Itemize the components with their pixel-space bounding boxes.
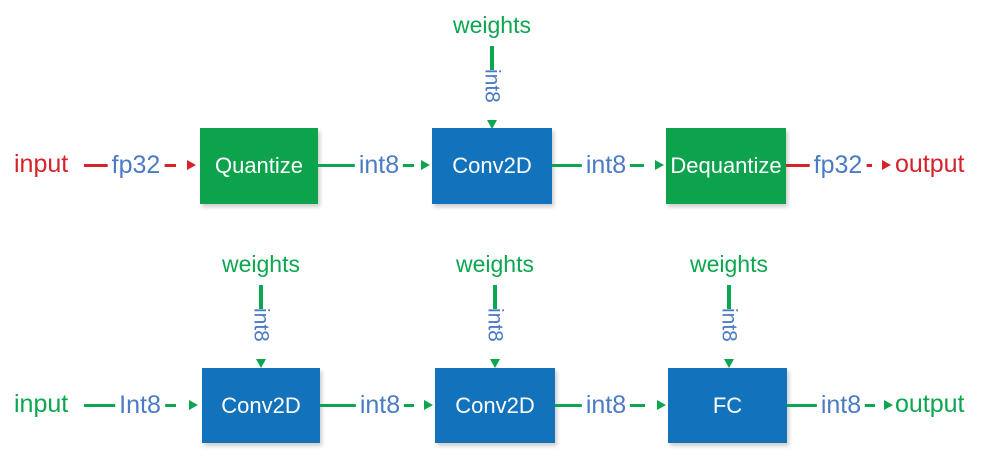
row1-weights-int8-vertical-label: int8 [480,69,504,103]
row2-weights-int8-vertical-label-1: int8 [249,308,273,342]
dequantize-box-label: Dequantize [670,153,782,178]
down-arrowhead-icon [256,359,266,368]
row2-conv2d-box-1: Conv2D [202,368,320,443]
fc-box: FC [668,368,787,443]
quantize-box: Quantize [200,128,318,204]
row2-weights-int8-vertical-label-3: int8 [717,308,741,342]
right-arrowhead-icon [424,400,433,410]
row1-edge-label-fp32-out: fp32 [809,151,867,180]
right-arrowhead-icon [884,400,893,410]
row2-edge-label-int8-out: int8 [816,391,866,420]
row1-edge-label-fp32-in: fp32 [107,151,165,180]
row2-weights-int8-vertical-label-2: int8 [483,308,507,342]
right-arrowhead-icon [189,400,198,410]
row2-output-label: output [895,390,965,418]
row1-edge-label-int8-a: int8 [354,151,404,180]
down-arrowhead-icon [724,359,734,368]
row2-weights-line-1 [259,285,263,309]
row1-input-label: input [14,150,69,178]
row2-edge-label-int8-b: int8 [581,391,631,420]
row2-conv2d-box-1-label: Conv2D [221,392,301,418]
dequantize-box: Dequantize [666,128,786,204]
row2-input-label: input [14,390,69,418]
row2-edge-label-int8-a: int8 [355,391,405,420]
row1-conv2d-box: Conv2D [432,128,552,204]
down-arrowhead-icon [487,120,497,129]
down-arrowhead-icon [490,359,500,368]
row1-edge-label-int8-b: int8 [581,151,631,180]
row1-conv2d-box-label: Conv2D [452,153,532,178]
fc-box-label: FC [712,392,743,418]
row1-weights-label: weights [453,12,531,38]
quantize-box-label: Quantize [214,153,304,178]
right-arrowhead-icon [655,160,664,170]
right-arrowhead-icon [657,400,666,410]
right-arrowhead-icon [421,160,430,170]
row2-weights-line-2 [493,285,497,309]
row2-conv2d-box-2-label: Conv2D [455,392,535,418]
right-arrowhead-icon [882,160,891,170]
row2-weights-label-2: weights [456,251,534,277]
row2-weights-label-3: weights [690,251,768,277]
row2-weights-label-1: weights [222,251,300,277]
right-arrowhead-icon [187,160,196,170]
row1-weights-line [490,46,494,70]
row2-conv2d-box-2: Conv2D [435,368,555,443]
row2-edge-label-int8-in: Int8 [115,391,165,420]
row1-output-label: output [895,150,965,178]
row2-weights-line-3 [727,285,731,309]
